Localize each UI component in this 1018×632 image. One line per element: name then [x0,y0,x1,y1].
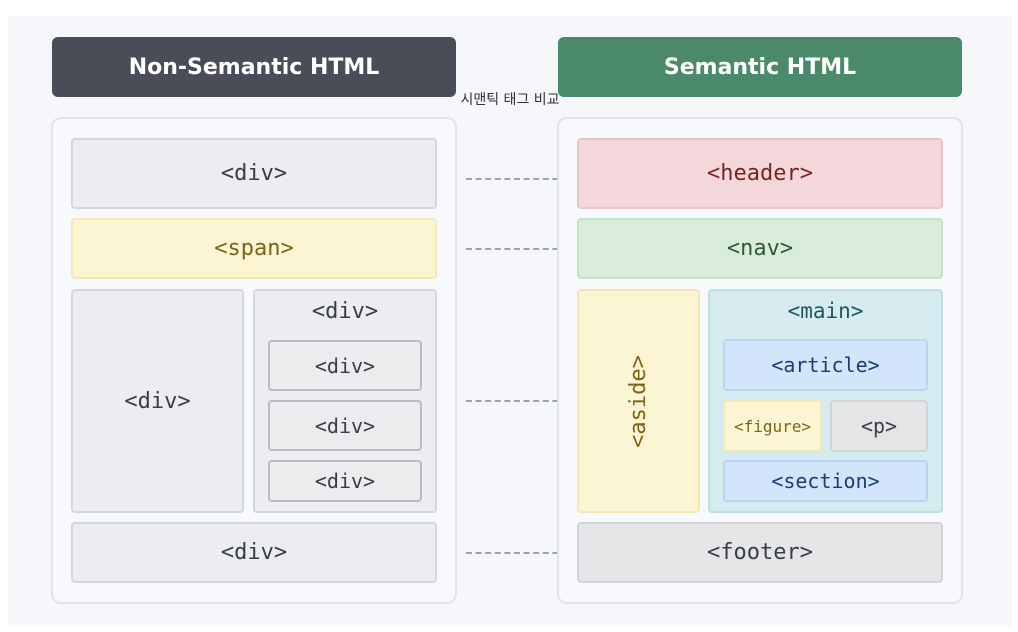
connector-main [466,400,568,402]
p-tag: <p> [830,400,928,452]
section-tag-label: <section> [771,469,880,493]
left-inner-div-2: <div> [268,400,422,451]
left-inner-div-1: <div> [268,340,422,391]
nav-tag-label: <nav> [726,236,794,261]
non-semantic-header-label: Non-Semantic HTML [128,54,380,80]
article-tag: <article> [723,339,928,391]
semantic-header: Semantic HTML [558,37,962,97]
left-inner-div-3-label: <div> [314,469,376,493]
main-tag-label: <main> [787,299,864,323]
left-span-label: <span> [214,236,294,261]
left-footer-div-label: <div> [220,540,288,565]
left-sidebar-div-label: <div> [124,388,191,414]
aside-tag: <aside> [577,289,700,513]
connector-header [466,178,568,180]
nav-tag: <nav> [577,218,943,279]
header-tag-label: <header> [707,161,813,186]
left-top-div-label: <div> [220,161,288,186]
diagram-title: 시맨틱 태그 비교 [460,92,560,108]
left-container-div-label: <div> [311,299,379,324]
header-tag: <header> [577,138,943,209]
section-tag: <section> [723,460,928,502]
semantic-header-label: Semantic HTML [663,54,857,80]
footer-tag: <footer> [577,522,943,583]
left-footer-div: <div> [71,522,437,583]
figure-tag: <figure> [723,400,822,452]
left-inner-div-1-label: <div> [314,353,376,378]
footer-tag-label: <footer> [707,540,813,565]
figure-tag-label: <figure> [733,416,812,436]
connector-footer [466,552,568,554]
left-span: <span> [71,218,437,279]
aside-tag-label: <aside> [626,354,651,448]
non-semantic-header: Non-Semantic HTML [52,37,456,97]
connector-nav [466,248,568,250]
article-tag-label: <article> [771,353,880,377]
left-inner-div-2-label: <div> [314,413,376,438]
left-top-div: <div> [71,138,437,209]
p-tag-label: <p> [860,414,898,438]
left-sidebar-div: <div> [71,289,244,513]
left-inner-div-3: <div> [268,460,422,502]
